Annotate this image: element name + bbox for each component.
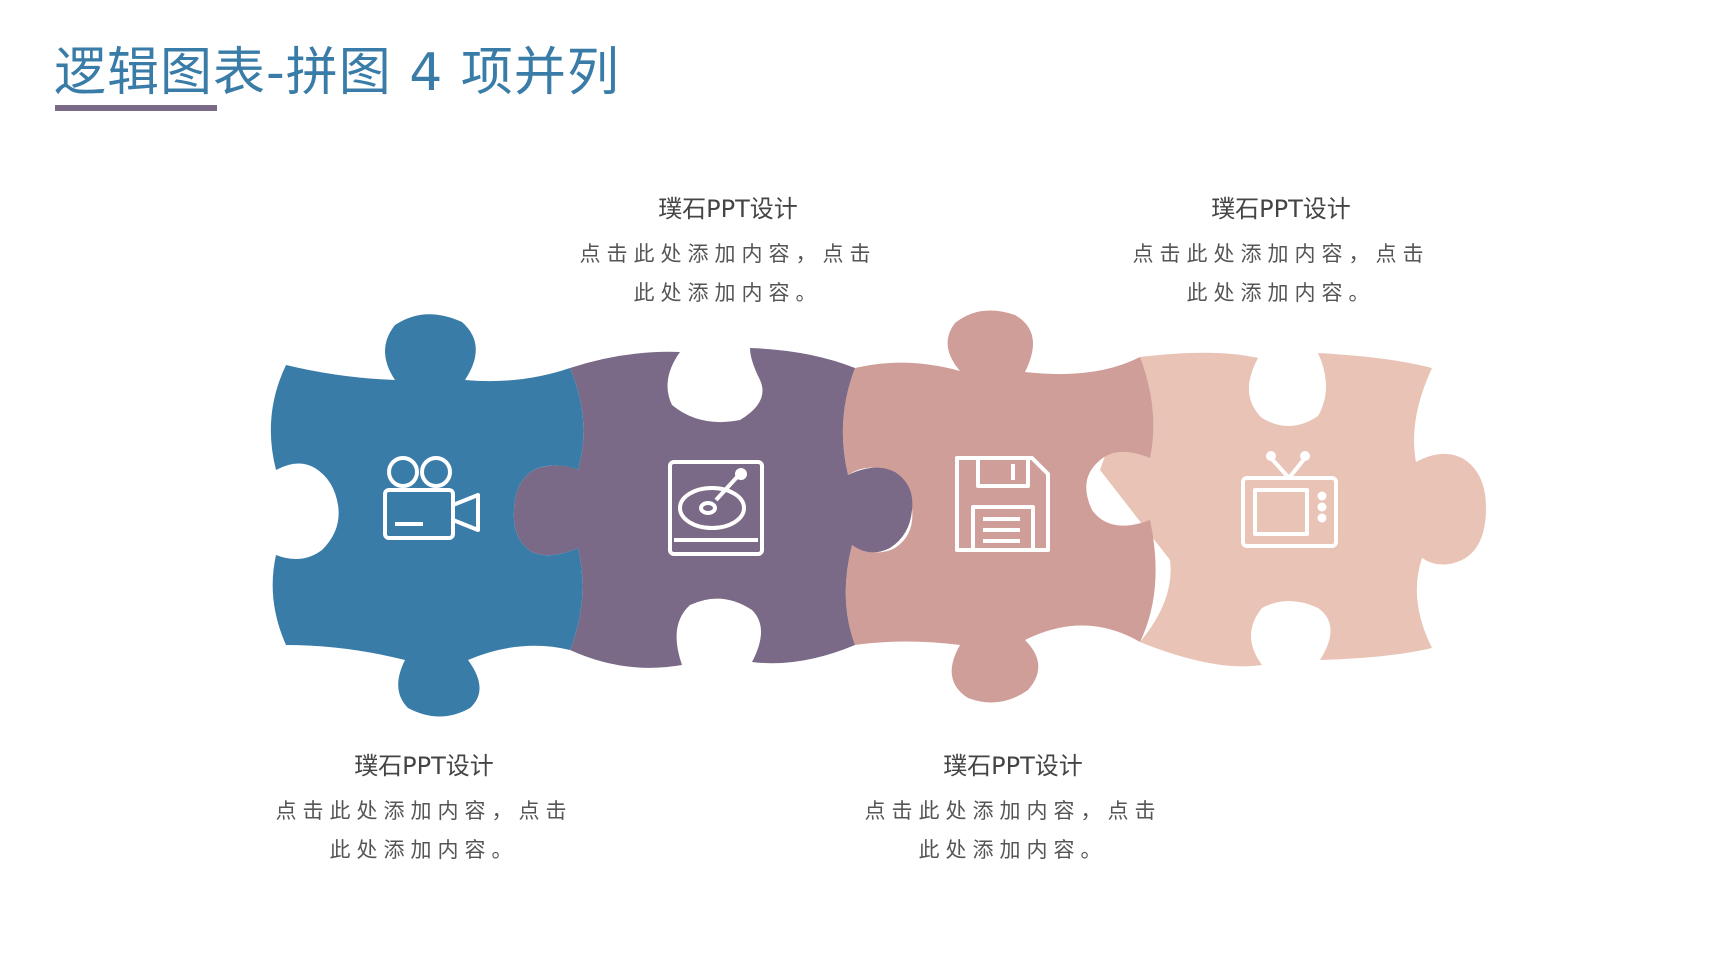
- title-underline: [55, 105, 217, 111]
- slide-title: 逻辑图表-拼图 4 项并列: [54, 43, 620, 103]
- caption-line: 此处添加内容。: [918, 838, 1108, 862]
- puzzle-piece-4: [1100, 352, 1486, 667]
- caption-top-right: 璞石PPT设计 点击此处添加内容，点击 此处添加内容。: [1101, 193, 1461, 313]
- caption-line: 点击此处添加内容，点击: [1132, 242, 1430, 266]
- puzzle-piece-1: [270, 314, 584, 717]
- caption-heading: 璞石PPT设计: [1211, 195, 1351, 223]
- caption-heading: 璞石PPT设计: [354, 752, 494, 780]
- caption-heading: 璞石PPT设计: [943, 752, 1083, 780]
- television-icon: [1241, 451, 1338, 548]
- caption-bottom-right: 璞石PPT设计 点击此处添加内容，点击 此处添加内容。: [833, 750, 1193, 870]
- caption-top-left: 璞石PPT设计 点击此处添加内容，点击 此处添加内容。: [548, 193, 908, 313]
- hard-drive-icon: [668, 460, 764, 556]
- caption-heading: 璞石PPT设计: [658, 195, 798, 223]
- caption-line: 此处添加内容。: [329, 838, 519, 862]
- caption-line: 点击此处添加内容，点击: [579, 242, 877, 266]
- floppy-disk-icon: [955, 456, 1050, 552]
- caption-line: 点击此处添加内容，点击: [275, 799, 573, 823]
- caption-line: 点击此处添加内容，点击: [864, 799, 1162, 823]
- caption-bottom-left: 璞石PPT设计 点击此处添加内容，点击 此处添加内容。: [244, 750, 604, 870]
- caption-line: 此处添加内容。: [633, 281, 823, 305]
- video-camera-icon: [383, 456, 480, 540]
- caption-line: 此处添加内容。: [1186, 281, 1376, 305]
